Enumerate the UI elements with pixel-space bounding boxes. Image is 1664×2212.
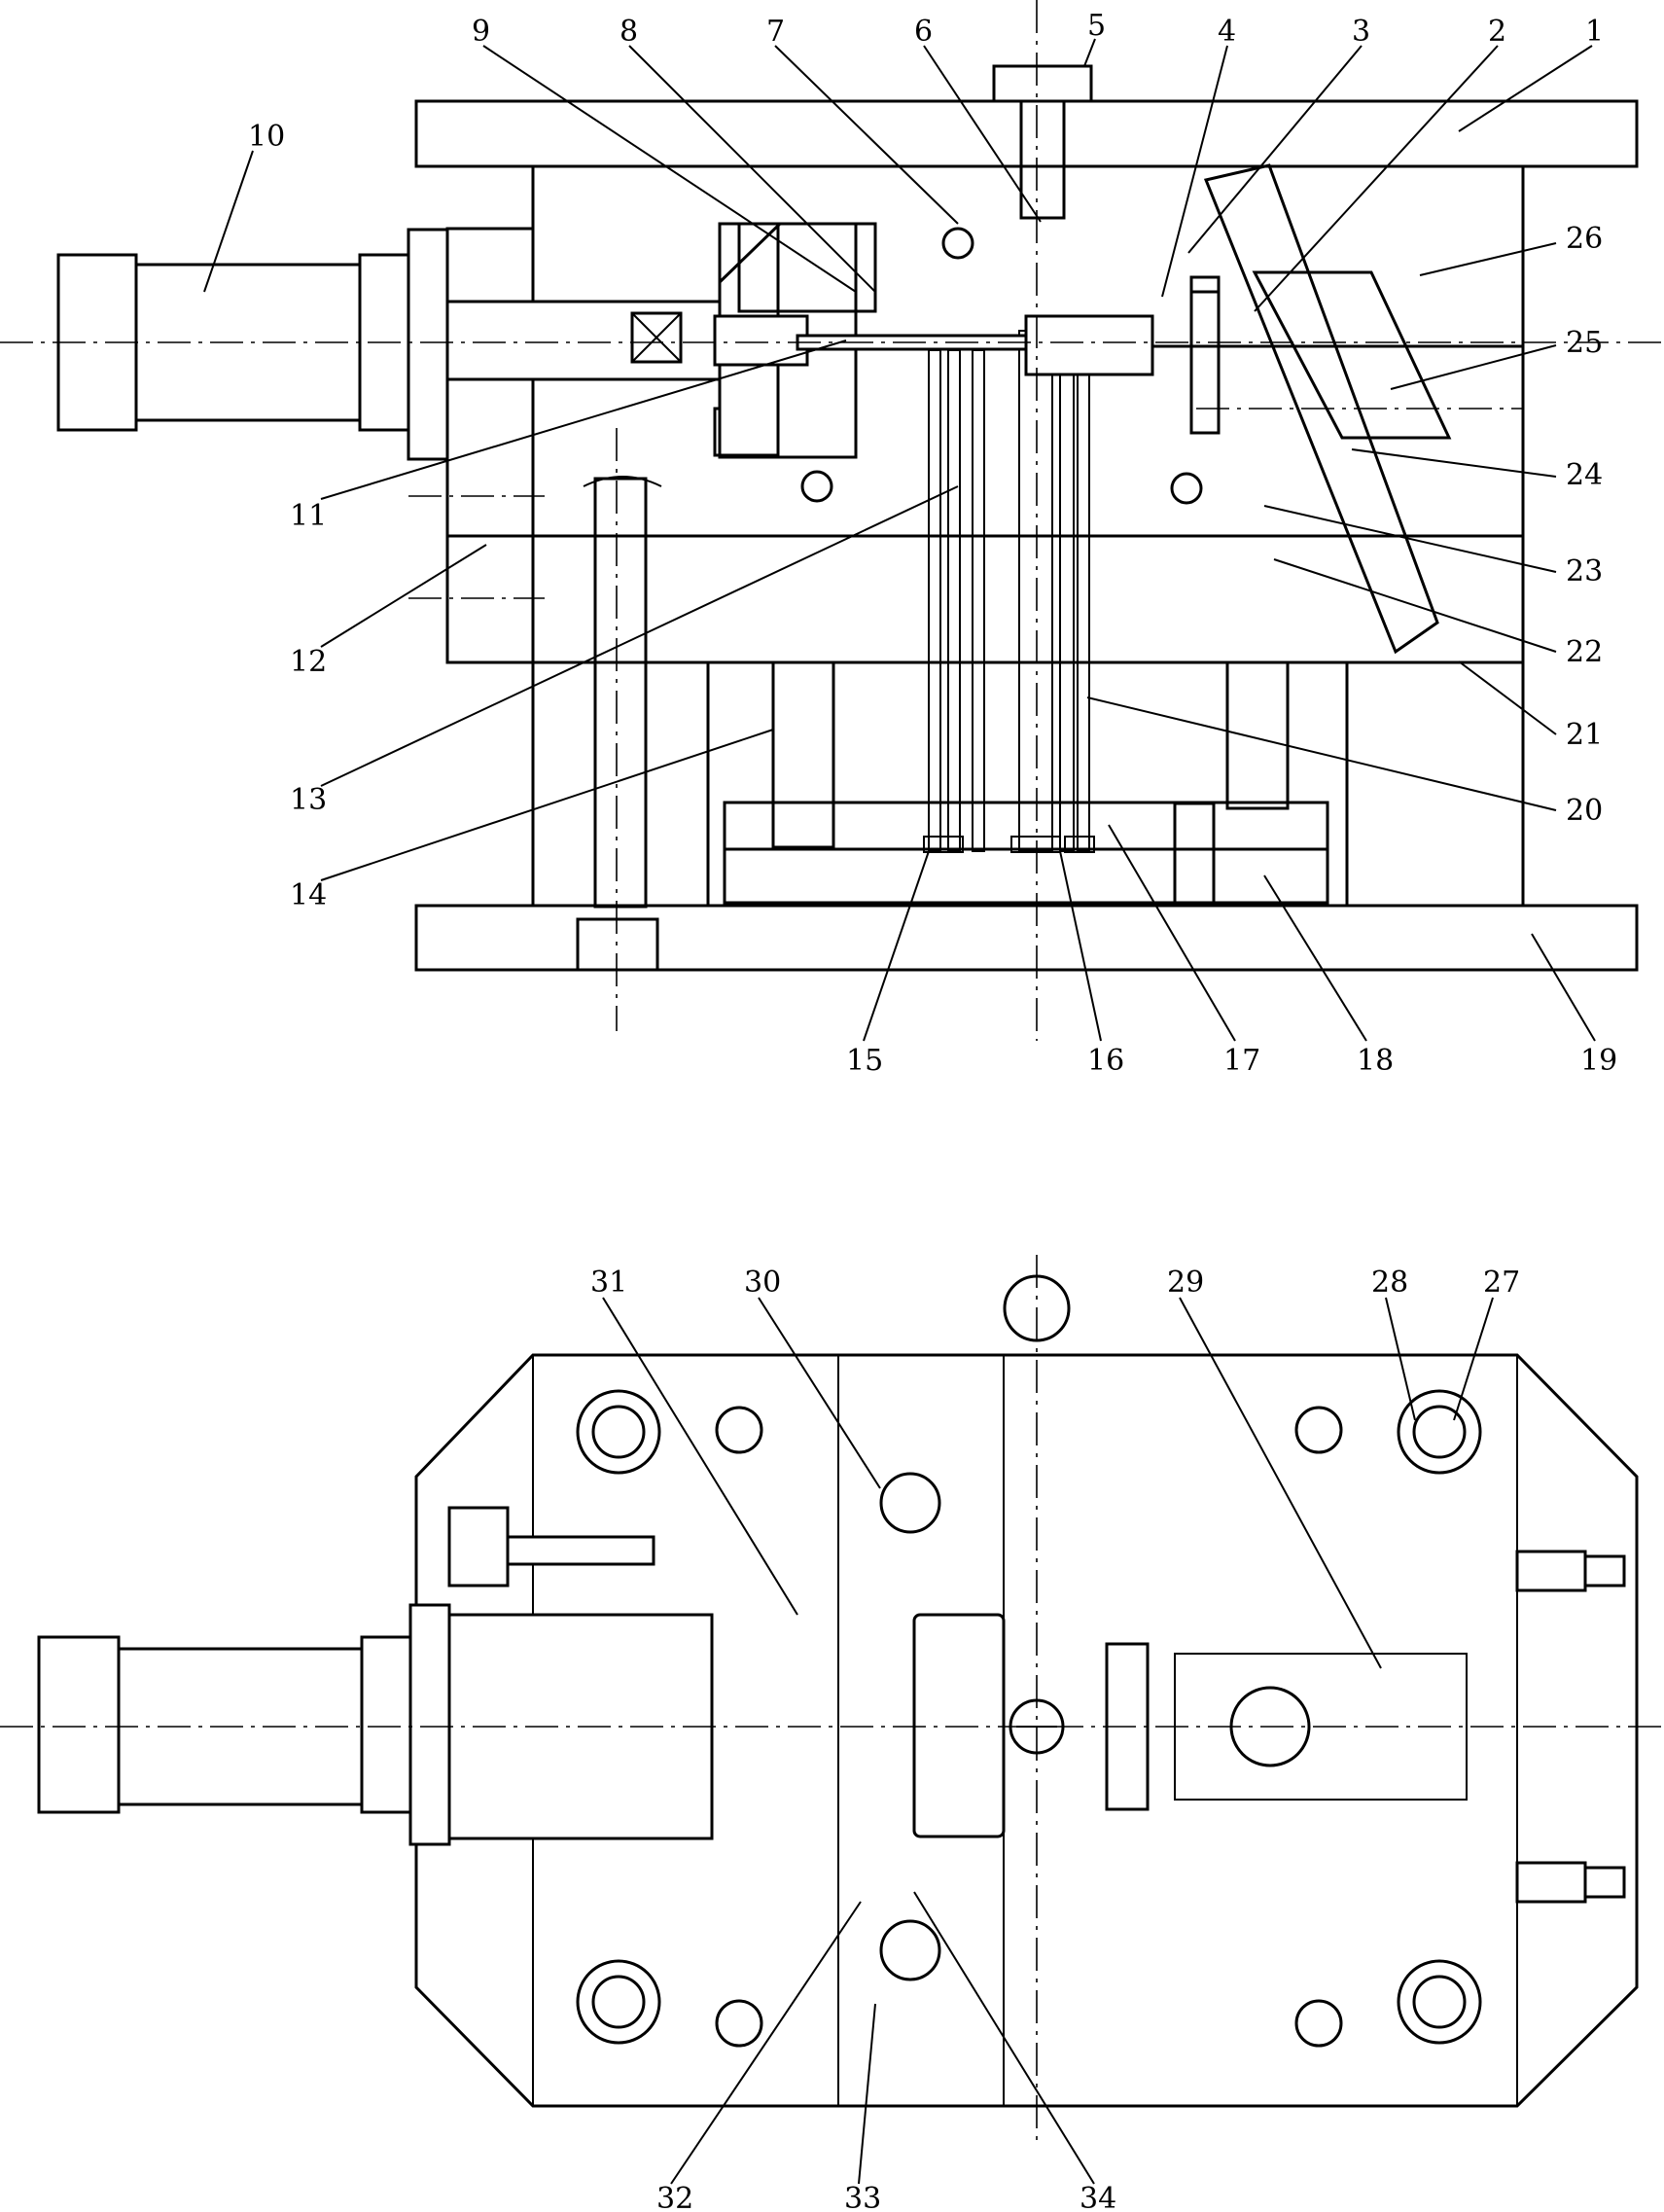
- callout-12: 12: [290, 645, 327, 679]
- callout-31: 31: [590, 1266, 627, 1300]
- angled-lifter-block: [1252, 270, 1452, 440]
- callout-25: 25: [1566, 326, 1603, 360]
- top-clamp-plate: [414, 99, 1639, 168]
- plan-view: [0, 1255, 1664, 2140]
- callout-6: 6: [914, 15, 933, 49]
- cylinder-bracket: [445, 227, 535, 664]
- callout-34: 34: [1080, 2182, 1116, 2212]
- guide-bushes: [576, 1389, 1482, 2045]
- cooling-hole: [1170, 472, 1203, 505]
- callout-15: 15: [846, 1044, 883, 1078]
- leader-lines: [203, 38, 1596, 2185]
- callout-10: 10: [248, 120, 285, 154]
- sprue-bushing: [992, 64, 1093, 103]
- callout-26: 26: [1566, 222, 1603, 256]
- callout-3: 3: [1352, 15, 1370, 49]
- callout-33: 33: [844, 2182, 881, 2212]
- callout-28: 28: [1371, 1266, 1408, 1300]
- callout-24: 24: [1566, 458, 1603, 492]
- callout-4: 4: [1218, 15, 1236, 49]
- bottom-clamp-plate: [414, 904, 1639, 972]
- core-insert: [1024, 314, 1154, 376]
- callout-8: 8: [620, 15, 638, 49]
- cavity-outline: [912, 1613, 1006, 1838]
- callout-30: 30: [744, 1266, 781, 1300]
- support-pillar: [771, 660, 835, 849]
- callout-20: 20: [1566, 794, 1603, 828]
- callout-7: 7: [766, 15, 785, 49]
- callout-labels: 9 8 7 6 5 4 3 2 1 10 11 12 13 14 26 25 2…: [248, 9, 1617, 2212]
- section-view: [0, 0, 1664, 1041]
- callout-14: 14: [290, 878, 327, 912]
- spacer-block-left: [531, 660, 710, 908]
- ejector-pins: [923, 330, 1095, 853]
- callout-18: 18: [1357, 1044, 1394, 1078]
- callout-17: 17: [1223, 1044, 1260, 1078]
- callout-29: 29: [1167, 1266, 1204, 1300]
- angled-pin: [1203, 163, 1439, 655]
- callout-23: 23: [1566, 554, 1603, 589]
- hydraulic-cylinder-plan: [37, 1506, 714, 1846]
- callout-1: 1: [1585, 15, 1604, 49]
- spacer-block-right: [1345, 660, 1525, 908]
- ejector-plate: [723, 847, 1329, 905]
- callout-5: 5: [1087, 9, 1106, 43]
- callout-2: 2: [1488, 15, 1506, 49]
- cooling-hole: [800, 470, 833, 503]
- cooling-hole: [941, 227, 974, 260]
- hydraulic-cylinder: [56, 228, 1033, 461]
- water-nipples: [1515, 1550, 1626, 1904]
- callout-22: 22: [1566, 635, 1603, 669]
- callout-9: 9: [472, 15, 490, 49]
- callout-19: 19: [1580, 1044, 1617, 1078]
- callout-16: 16: [1087, 1044, 1124, 1078]
- callout-21: 21: [1566, 718, 1603, 752]
- callout-13: 13: [290, 783, 327, 817]
- callout-32: 32: [656, 2182, 693, 2212]
- callout-11: 11: [290, 499, 327, 533]
- stop-bolt: [1173, 802, 1216, 905]
- callout-27: 27: [1483, 1266, 1520, 1300]
- guide-pillar: [593, 477, 648, 909]
